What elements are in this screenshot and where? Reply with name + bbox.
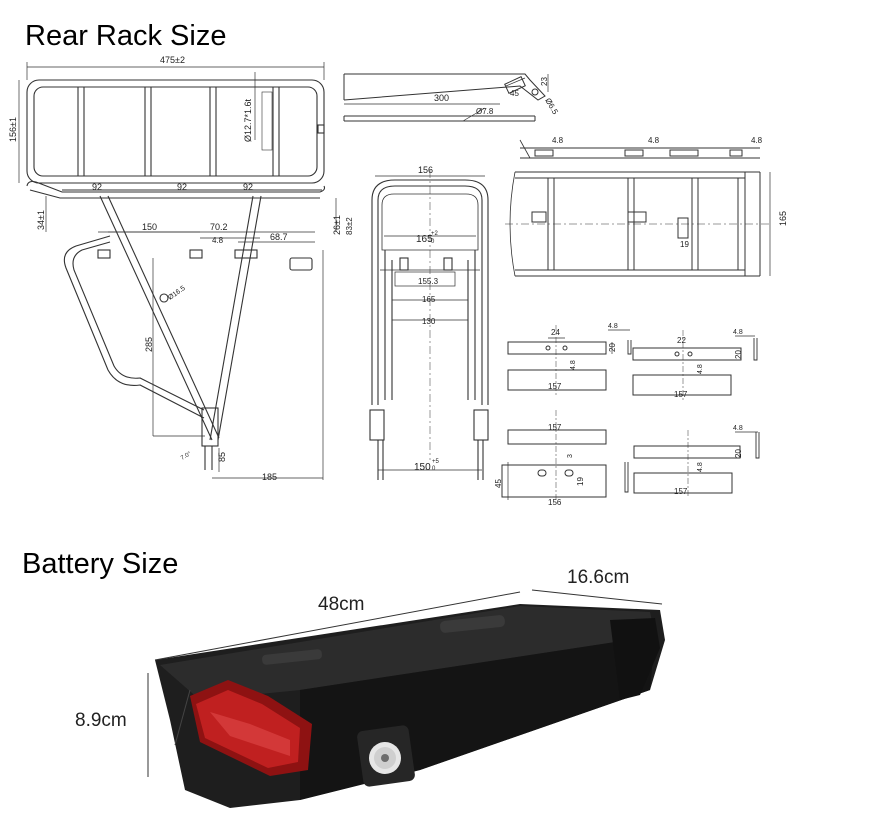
dim-overall-length: 475±2 (160, 55, 185, 65)
dim-plan-hole-2: 4.8 (648, 136, 660, 145)
dim-b1-base: 157 (548, 382, 562, 391)
battery-height: 8.9cm (75, 710, 127, 731)
dim-hole: 4.8 (212, 236, 224, 245)
dim-overall-width: 156±1 (8, 117, 18, 142)
dim-strut-dia-1: Ø7.8 (476, 107, 494, 116)
dim-b4-h: 20 (734, 449, 743, 458)
dim-height-front: 34±1 (36, 210, 46, 230)
dim-strut-tab: 45 (510, 89, 519, 98)
dim-length-150: 150 (142, 222, 157, 232)
dim-b4-base: 157 (674, 487, 688, 496)
battery-illustration (155, 604, 665, 808)
dim-tube-diameter: Ø12.7*1.6t (243, 98, 253, 142)
dim-width-130: 130 (422, 317, 436, 326)
dim-small-height: 83±2 (345, 217, 354, 235)
dim-plan-hole-3: 4.8 (751, 136, 763, 145)
dim-foot: 85 (217, 452, 227, 462)
bracket-details (501, 325, 760, 500)
dim-plan-hole-1: 4.8 (552, 136, 564, 145)
dim-b3-slot: 19 (576, 477, 585, 486)
dim-spacing-2: 92 (177, 182, 187, 192)
dim-b1-w: 24 (551, 328, 560, 337)
dim-inner-width: 165 (416, 234, 433, 245)
rear-rack-title: Rear Rack Size (25, 20, 227, 52)
dim-width-165: 165 (422, 295, 436, 304)
dim-bottom-width: 150 (414, 462, 431, 473)
dim-b3-w: 156 (548, 498, 562, 507)
dim-b4-side: 4.8 (733, 425, 743, 432)
dim-bottom-tol-low: 0 (432, 466, 436, 472)
dim-strut-dia-2: Ø6.5 (543, 97, 560, 117)
dim-strut-tab-2: 23 (540, 77, 549, 86)
dim-b3-gap: 3 (567, 454, 574, 458)
dim-length-70: 70.2 (210, 222, 228, 232)
dim-strut-length: 300 (434, 93, 449, 103)
dim-b4-hole: 4.8 (697, 462, 704, 472)
dim-bottom-tol: +5 (432, 459, 440, 465)
dim-strut: 285 (144, 337, 154, 352)
dim-inner-tol: +2 (431, 231, 439, 237)
rack-top-view (18, 62, 325, 184)
dim-b1-hole: 4.8 (570, 360, 577, 370)
rack-side-view (26, 180, 337, 480)
dim-b3-top: 157 (548, 423, 562, 432)
dim-spacing-1: 92 (92, 182, 102, 192)
dim-b2-w: 22 (677, 336, 686, 345)
dim-b2-hole: 4.8 (697, 364, 704, 374)
dim-b1-h: 20 (608, 343, 617, 352)
dim-offset: 26±1 (332, 215, 342, 235)
dim-diameter: Ø16.5 (167, 285, 187, 302)
dim-plate-width: 155.3 (418, 277, 439, 286)
dim-spacing-3: 92 (243, 182, 253, 192)
dim-b3-h: 45 (494, 479, 503, 488)
dim-plan-gap: 19 (680, 240, 689, 249)
dim-plan-width: 165 (778, 211, 788, 226)
dim-length-68: 68.7 (270, 232, 288, 242)
dim-b1-side: 4.8 (608, 323, 618, 330)
battery-title: Battery Size (22, 548, 179, 580)
battery-dimension-lines (147, 589, 663, 777)
rack-plan-view (505, 139, 771, 277)
dim-top-width: 156 (418, 165, 433, 175)
dim-inner-tol-low: 0 (431, 239, 435, 245)
dim-b2-side: 4.8 (733, 329, 743, 336)
strut-detail (343, 73, 549, 122)
rack-front-view (369, 170, 489, 480)
battery-width: 16.6cm (567, 567, 629, 588)
dim-angle: 7.0° (180, 451, 193, 462)
dim-b2-h: 20 (734, 350, 743, 359)
dim-base: 185 (262, 472, 277, 482)
dim-b2-base: 157 (674, 390, 688, 399)
battery-length: 48cm (318, 594, 364, 615)
